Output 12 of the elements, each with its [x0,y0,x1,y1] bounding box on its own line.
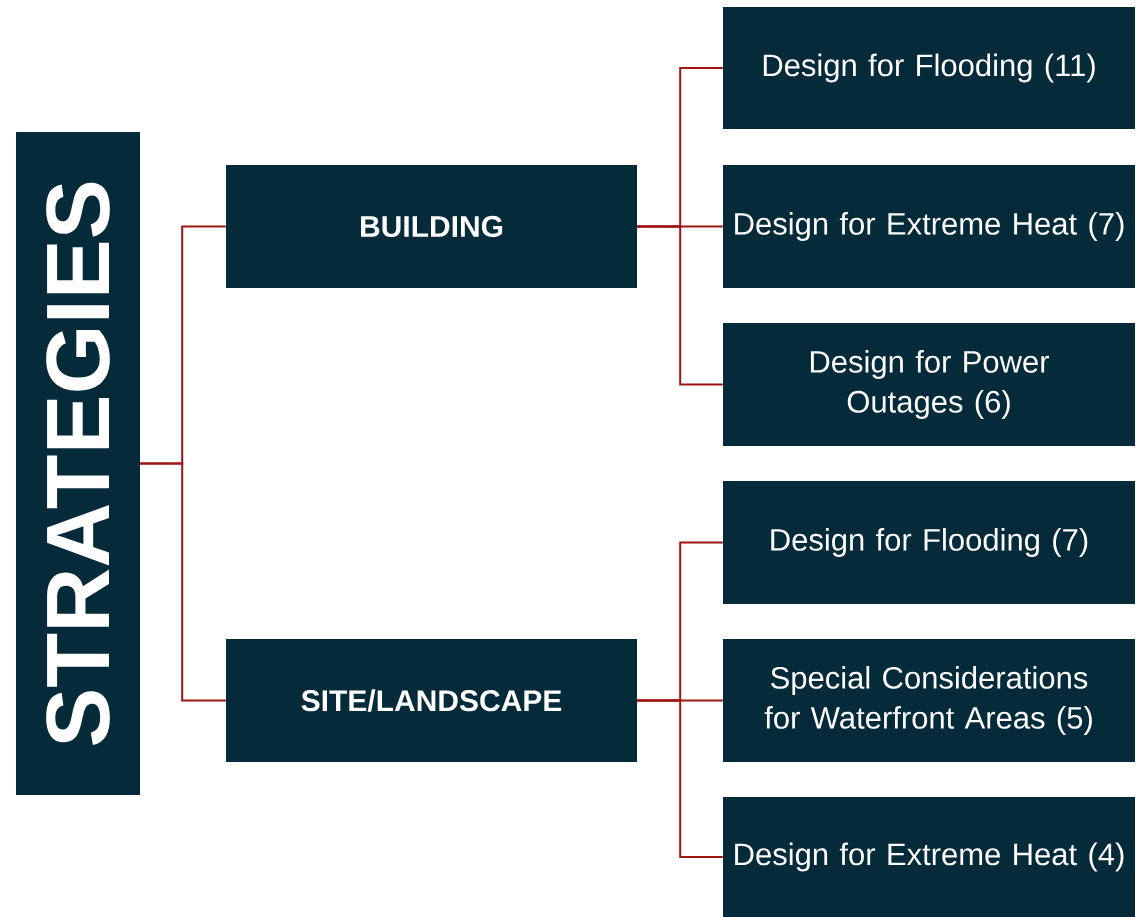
strategy-box: Design for Extreme Heat (7) [723,165,1135,288]
category-box: BUILDING [226,165,637,288]
connector-line [636,699,724,858]
connector-line [139,462,227,702]
category-box: SITE/LANDSCAPE [226,639,637,762]
strategy-box: Special Considerations for Waterfront Areas (5) [723,639,1135,762]
strategy-box: Design for Extreme Heat (4) [723,797,1135,917]
title-box: STRATEGIES [16,132,140,795]
strategy-box: Design for Power Outages (6) [723,323,1135,446]
connector-line [636,225,724,386]
strategy-box: Design for Flooding (11) [723,7,1135,129]
strategy-box: Design for Flooding (7) [723,481,1135,604]
